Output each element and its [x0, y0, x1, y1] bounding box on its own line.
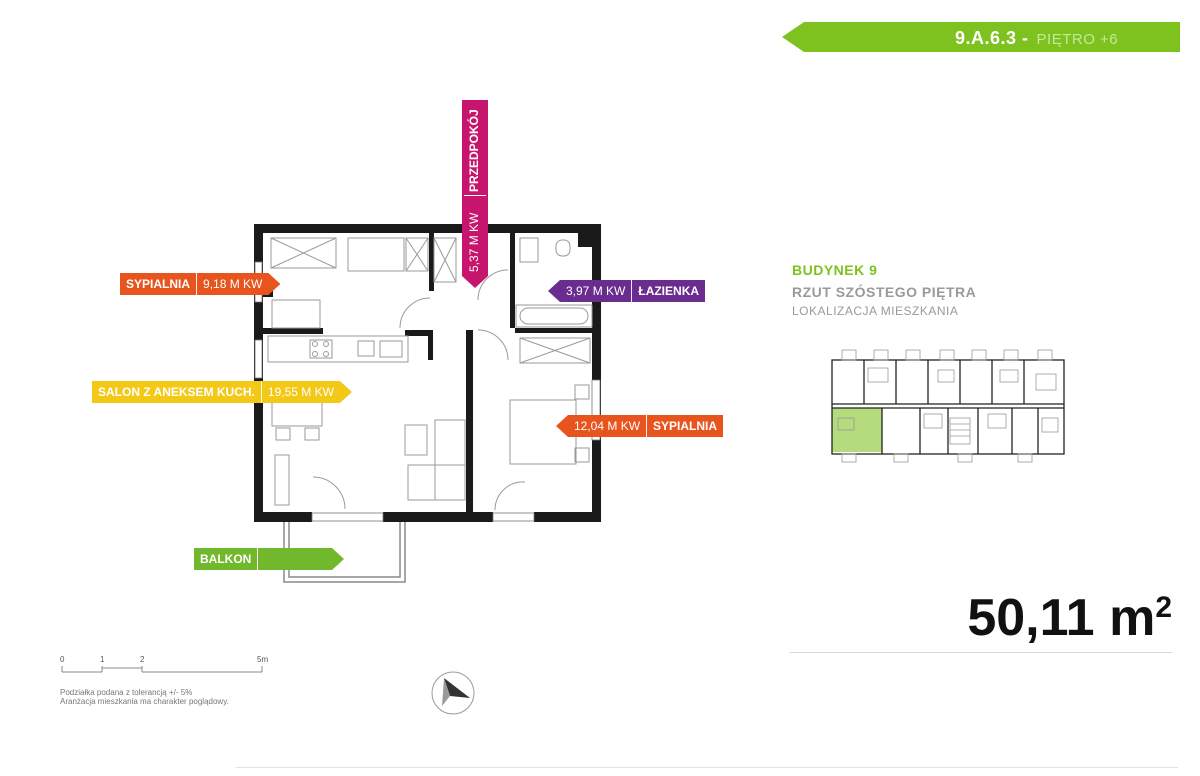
living-room-name: SALON Z ANEKSEM KUCH. [98, 385, 255, 399]
hall-tag-divider [464, 195, 486, 196]
plan-label: RZUT SZÓSTEGO PIĘTRA [792, 284, 977, 300]
building-name: BUDYNEK 9 [792, 262, 878, 278]
bathroom-area: 3,97 M KW [566, 284, 626, 298]
total-area-value: 50,11 [967, 589, 1095, 647]
balcony-name: BALKON [200, 552, 252, 566]
balcony-divider [257, 548, 332, 570]
tag-hall: PRZEDPOKÓJ 5,37 M KW [462, 100, 488, 288]
total-area-exponent: 2 [1155, 591, 1172, 624]
floor-label: PIĘTRO +6 [1036, 31, 1119, 48]
scale-bar [61, 666, 263, 673]
compass-icon [431, 671, 475, 715]
furniture [267, 237, 593, 511]
scale-label-2: 2 [140, 655, 145, 664]
scale-label-5m: 5m [257, 655, 269, 664]
total-area-unit: m [1109, 589, 1156, 647]
bedroom-2-name: SYPIALNIA [646, 415, 723, 437]
unit-banner [782, 22, 1180, 52]
tag-living-room: SALON Z ANEKSEM KUCH. 19,55 M KW [92, 381, 352, 403]
footer-divider [236, 767, 1178, 768]
key-plan-details [837, 349, 1059, 463]
note-tolerance: Podziałka podana z tolerancją +/- 5% [60, 688, 193, 697]
total-area: 50,11 m2 [967, 588, 1172, 648]
scale-label-1: 1 [100, 655, 105, 664]
tag-balcony: BALKON [194, 548, 344, 570]
key-plan [831, 349, 1065, 463]
tag-bedroom-2: 12,04 M KW SYPIALNIA [556, 415, 724, 437]
tag-bathroom: 3,97 M KW ŁAZIENKA [548, 280, 706, 302]
hall-name: PRZEDPOKÓJ [467, 109, 481, 192]
bedroom-1-name: SYPIALNIA [126, 277, 191, 291]
bedroom-2-area: 12,04 M KW [574, 419, 641, 433]
note-arrangement: Aranżacja mieszkania ma charakter pogląd… [60, 697, 229, 706]
interior-walls [263, 233, 592, 512]
area-divider [790, 652, 1172, 653]
unit-code: 9.A.6.3 - [955, 28, 1029, 48]
living-room-area: 19,55 M KW [261, 381, 340, 403]
hall-area: 5,37 M KW [467, 212, 481, 272]
tag-bedroom-1: SYPIALNIA 9,18 M KW [120, 273, 280, 295]
location-label: LOKALIZACJA MIESZKANIA [792, 304, 959, 318]
unit-banner-text: 9.A.6.3 - PIĘTRO +6 [955, 24, 1118, 52]
bathroom-name: ŁAZIENKA [631, 280, 705, 302]
scale-label-0: 0 [60, 655, 65, 664]
bedroom-1-area: 9,18 M KW [196, 273, 268, 295]
